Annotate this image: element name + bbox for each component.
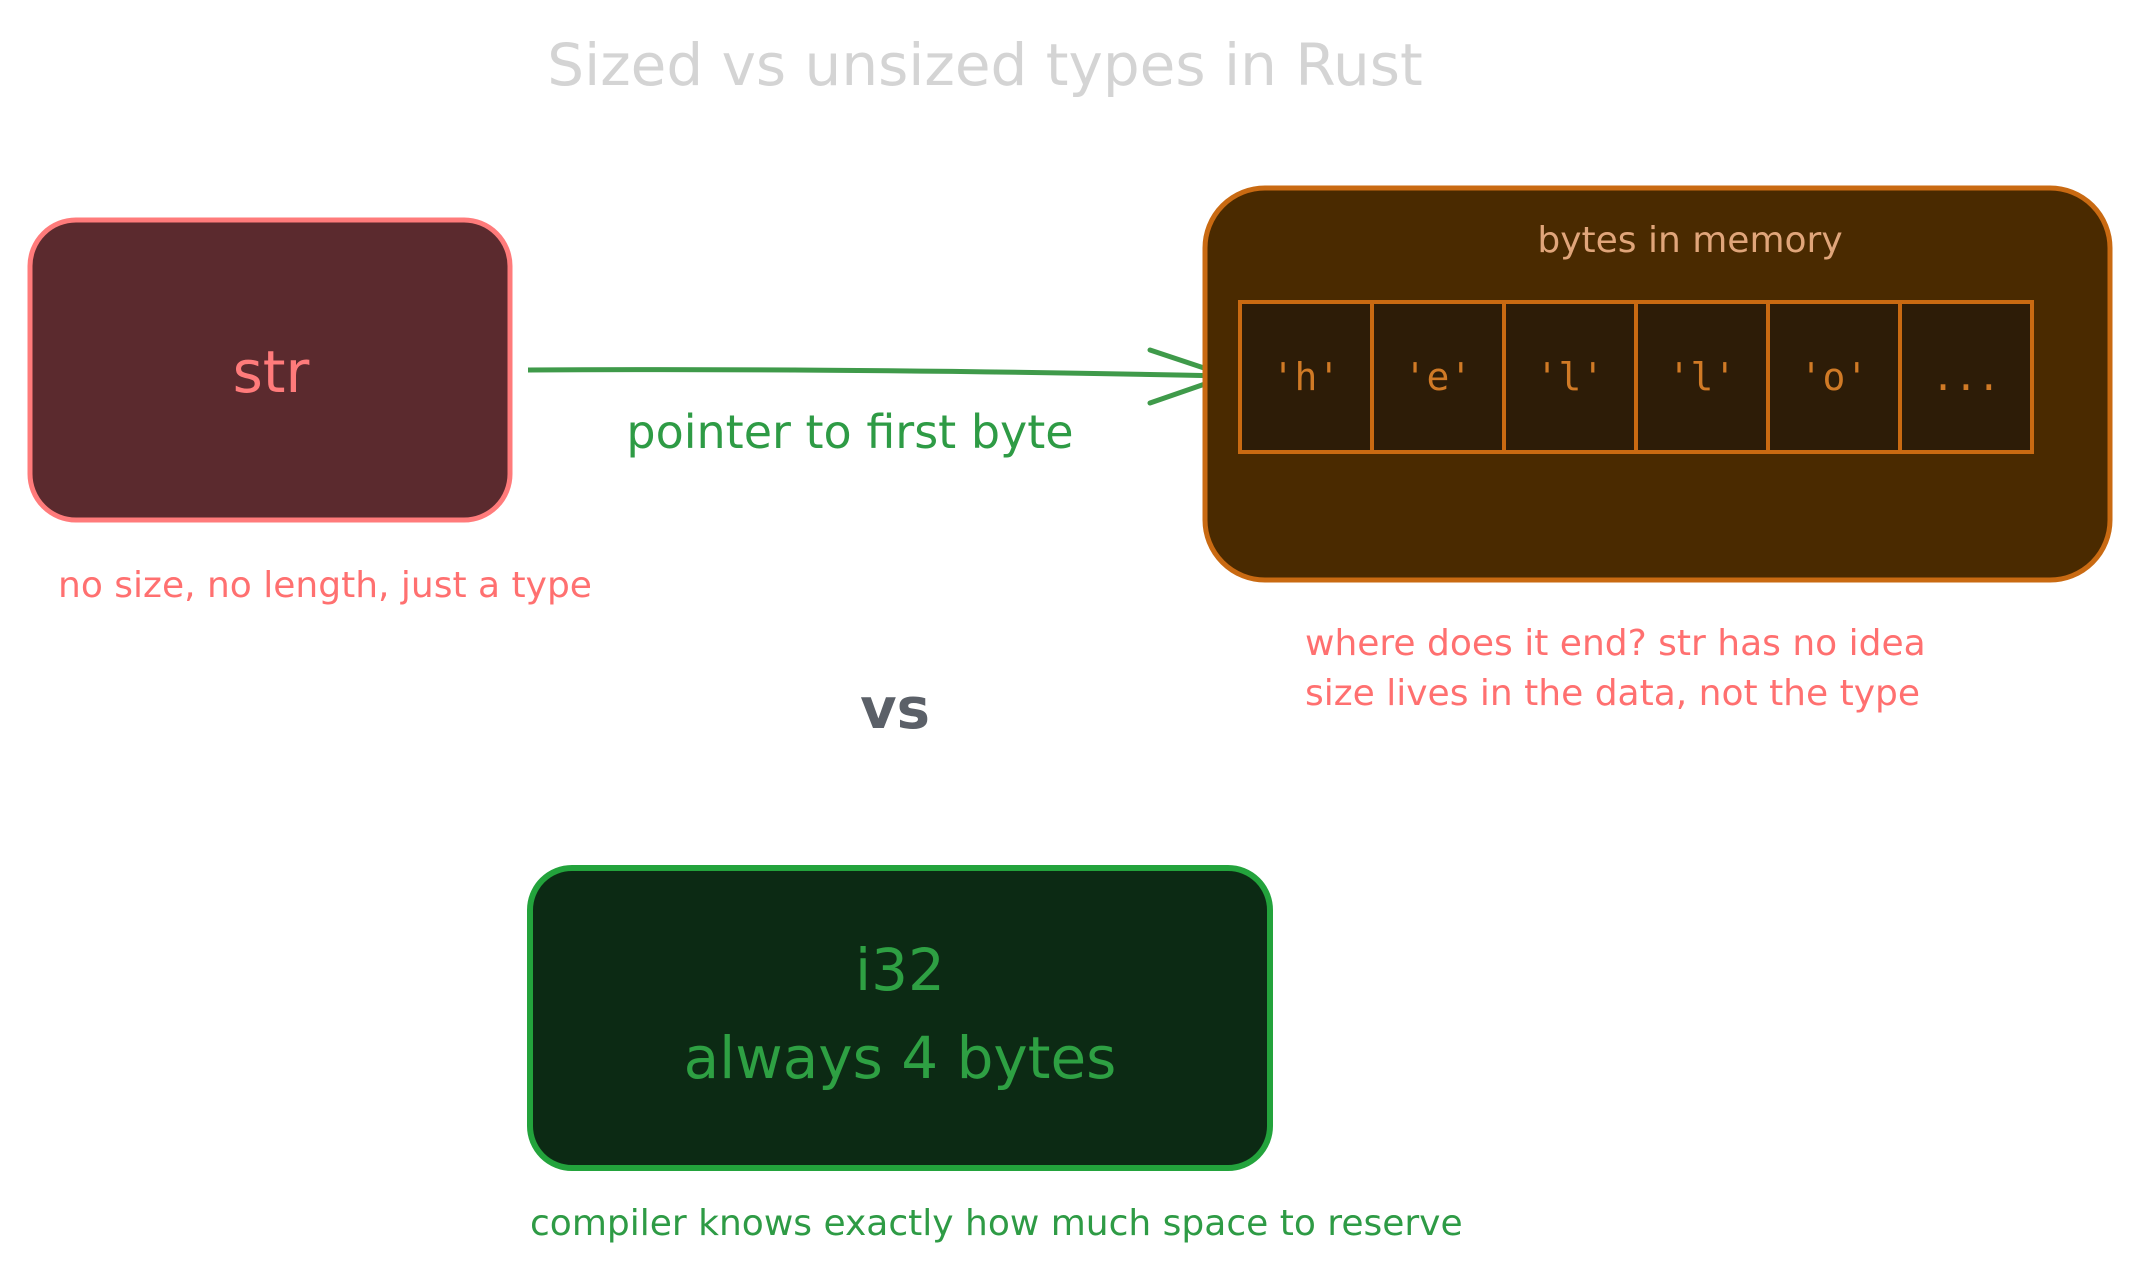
memory-title: bytes in memory [1537, 220, 1842, 261]
arrow-label: pointer to first byte [626, 405, 1073, 459]
memory-cell-label: 'l' [1536, 355, 1605, 399]
pointer-arrow [527, 347, 1231, 406]
memory-cell [1238, 300, 1374, 454]
memory-cell-label: 'h' [1272, 355, 1341, 399]
i32-caption: compiler knows exactly how much space to… [530, 1203, 1463, 1244]
memory-cell-label: 'o' [1800, 355, 1869, 399]
vs-label: vs [860, 677, 930, 742]
memory-cell [1634, 300, 1770, 454]
memory-node: bytes in memory 'h' 'e' 'l' 'l' 'o' ... [1202, 185, 2113, 583]
str-caption: no size, no length, just a type [58, 565, 592, 606]
i32-label-line-1: i32 [855, 936, 945, 1004]
str-node: str [27, 217, 513, 523]
i32-box [527, 865, 1273, 1171]
memory-cell-label: ... [1932, 355, 2001, 399]
memory-cell [1766, 300, 1902, 454]
i32-node: i32 always 4 bytes [527, 865, 1273, 1171]
str-label: str [233, 338, 310, 406]
memory-caption-line-1: where does it end? str has no idea [1305, 623, 1926, 664]
i32-label-line-2: always 4 bytes [684, 1024, 1117, 1092]
memory-cell [1502, 300, 1638, 454]
memory-cell-label: 'e' [1404, 355, 1473, 399]
memory-cell-label: 'l' [1668, 355, 1737, 399]
arrow-line [527, 367, 1226, 379]
str-box [27, 217, 513, 523]
memory-cell [1370, 300, 1506, 454]
memory-cell [1898, 300, 2034, 454]
memory-caption-line-2: size lives in the data, not the type [1305, 673, 1920, 714]
memory-cells: 'h' 'e' 'l' 'l' 'o' ... [1238, 300, 2034, 454]
diagram-title: Sized vs unsized types in Rust [547, 31, 1422, 99]
